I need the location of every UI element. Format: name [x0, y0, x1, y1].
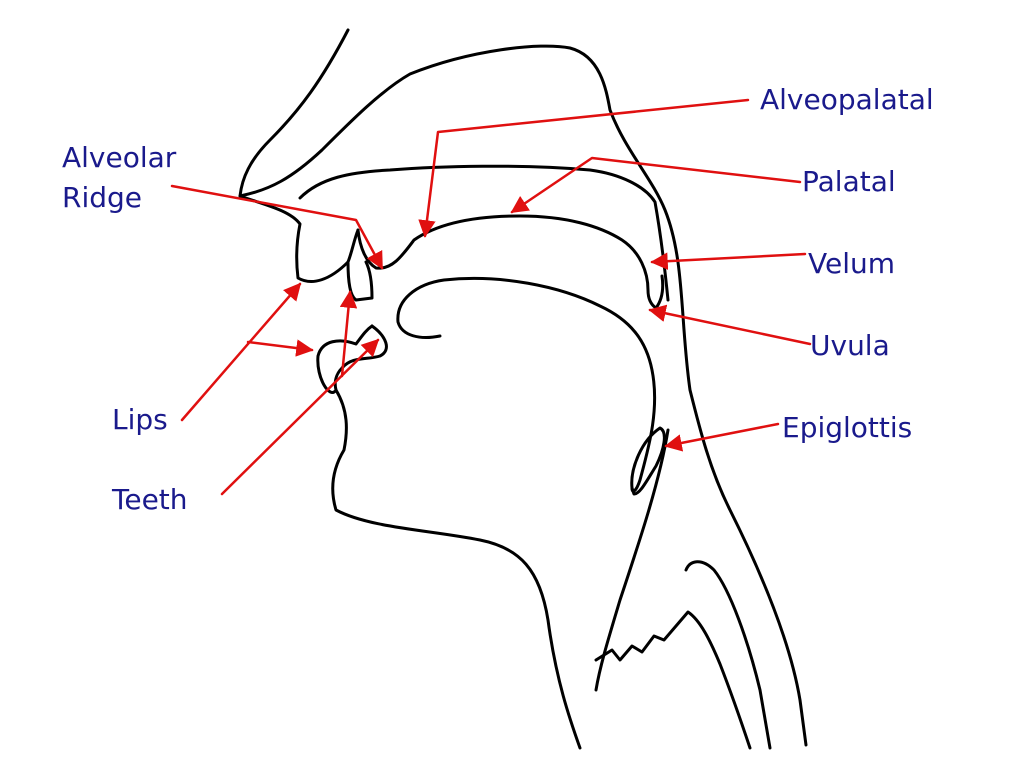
label-alveopalatal: Alveopalatal [760, 83, 934, 116]
teeth-upper-leader [339, 290, 358, 378]
skull-outline [238, 28, 808, 747]
pharynx-outline [594, 428, 670, 692]
label-alveolar-ridge: Alveolar Ridge [62, 138, 176, 218]
label-alveolar-line2: Ridge [62, 181, 143, 214]
teeth-outline [346, 260, 374, 302]
alveolar-ridge-leader [170, 184, 384, 270]
alveopalatal-leader [418, 98, 750, 238]
tongue-outline [396, 276, 657, 493]
chin-outline [331, 388, 582, 750]
label-epiglottis: Epiglottis [782, 411, 913, 444]
nasal-cavity-outline [298, 164, 670, 302]
nose-outline [238, 194, 360, 283]
epiglottis-leader [664, 422, 780, 452]
lips-lower-leader [246, 339, 314, 357]
velum-leader [650, 252, 807, 270]
lower-lip-outline [316, 324, 388, 394]
epiglottis-outline [630, 426, 666, 496]
lips-upper-leader [180, 282, 302, 422]
label-velum: Velum [808, 247, 896, 280]
palatal-leader [510, 156, 802, 214]
uvula-leader [648, 304, 812, 346]
leader-lines [170, 98, 812, 496]
head-outline [238, 28, 808, 750]
larynx-outline [594, 610, 752, 750]
label-palatal: Palatal [802, 165, 896, 198]
label-lips: Lips [112, 403, 168, 436]
palate-outline [356, 214, 665, 310]
neck-front-outline [684, 560, 772, 750]
label-uvula: Uvula [810, 329, 890, 362]
label-teeth: Teeth [112, 483, 188, 516]
label-alveolar-line1: Alveolar [62, 141, 177, 174]
teeth-lower-leader [220, 338, 380, 496]
